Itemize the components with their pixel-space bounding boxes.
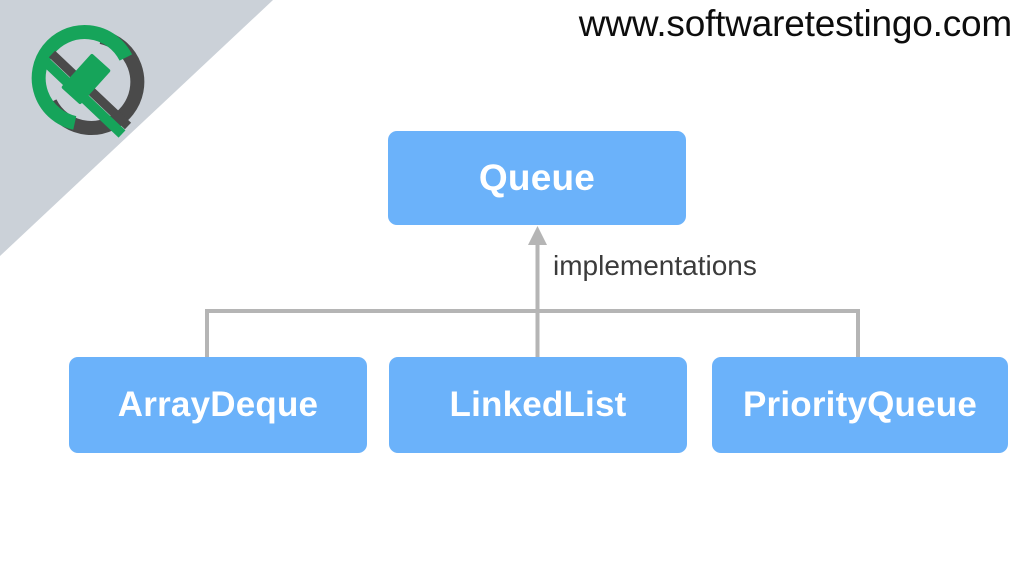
node-arraydeque[interactable]: ArrayDeque <box>69 357 367 453</box>
node-queue[interactable]: Queue <box>388 131 686 225</box>
node-linkedlist[interactable]: LinkedList <box>389 357 687 453</box>
site-url-text: www.softwaretestingo.com <box>578 3 1012 44</box>
softwaretestingo-logo-icon <box>31 25 145 138</box>
edge-label-implementations: implementations <box>553 250 757 281</box>
node-priorityqueue[interactable]: PriorityQueue <box>712 357 1008 453</box>
